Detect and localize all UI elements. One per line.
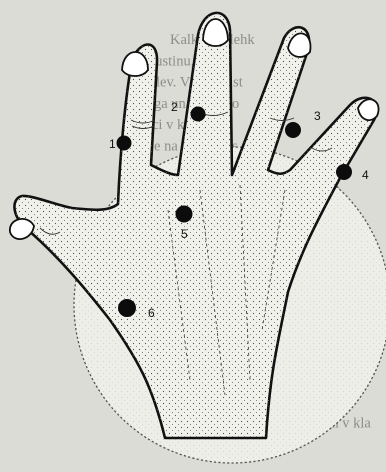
- point-1-label: 1: [109, 137, 116, 151]
- little-fingernail: [358, 99, 379, 120]
- point-5-label: 5: [181, 227, 188, 241]
- point-3-dot: [285, 122, 301, 138]
- point-4-dot: [336, 164, 352, 180]
- point-5-dot: [176, 206, 193, 223]
- point-4-label: 4: [362, 168, 369, 182]
- index-fingernail: [122, 52, 148, 76]
- point-1: 1: [109, 136, 132, 152]
- thumbnail: [10, 219, 34, 239]
- point-3-label: 3: [314, 109, 321, 123]
- point-4: 4: [336, 164, 369, 182]
- point-3: 3: [285, 109, 321, 138]
- point-1-dot: [117, 136, 132, 151]
- point-6-dot: [118, 299, 136, 317]
- point-6-label: 6: [148, 306, 155, 320]
- point-2-dot: [191, 107, 206, 122]
- point-2-label: 2: [171, 100, 178, 114]
